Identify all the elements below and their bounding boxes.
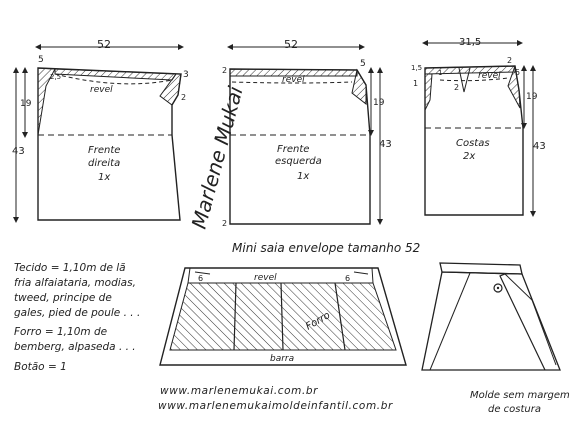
materials-fabric-line-2: fria alfaiataria, modias,	[14, 277, 136, 289]
front-right-length: 43	[12, 146, 25, 157]
website-url-1: www.marlenemukai.com.br	[160, 385, 319, 397]
back-dart-right: 2	[507, 56, 512, 65]
materials-fabric-line-4: gales, pied de poule . . .	[14, 307, 141, 319]
signature: Marlene Mukai	[187, 83, 248, 231]
finished-skirt-sketch	[421, 262, 561, 371]
back-top-left: 1,5	[411, 64, 422, 72]
back-piece: 31,5 19 43 1,5 1 1 2 2 5 revel Costas 2x	[411, 37, 546, 217]
front-left-bottom: 2	[222, 219, 227, 228]
front-left-hip: 19	[373, 98, 385, 108]
back-facing-label: revel	[478, 71, 501, 81]
front-right-facing-label: revel	[90, 85, 113, 95]
front-left-label-2: esquerda	[275, 156, 322, 167]
pattern-note-line-1: Molde sem margem	[470, 390, 570, 401]
lining-hem-label: barra	[270, 354, 294, 364]
back-dart-left: 1	[438, 69, 442, 77]
button-icon	[493, 283, 503, 293]
pattern-note-line-2: de costura	[488, 404, 542, 415]
front-left-piece: 52 19 43 2 5 2 revel Frente esquerda 1x	[222, 38, 392, 228]
front-left-length: 43	[379, 139, 392, 150]
front-left-facing-label: revel	[282, 75, 305, 85]
materials-lining-line-1: Forro = 1,10m de	[14, 326, 108, 338]
front-left-top-left: 2	[222, 66, 227, 75]
lining-dim-right: 6	[345, 274, 350, 283]
lining-dim-left: 6	[198, 274, 203, 283]
materials-fabric-line-3: tweed, principe de	[14, 292, 112, 304]
front-left-width: 52	[284, 38, 298, 51]
front-right-label-2: direita	[88, 158, 120, 169]
back-width: 31,5	[459, 37, 481, 48]
back-length: 43	[533, 141, 546, 152]
materials-fabric-line-1: Tecido = 1,10m de lã	[14, 262, 126, 274]
front-right-count: 1x	[98, 172, 110, 183]
front-right-top-right: 3	[183, 70, 189, 80]
lining-assembly: revel barra Forro 6 6	[159, 267, 407, 366]
back-top-right: 5	[515, 68, 520, 77]
website-url-2: www.marlenemukaimoldeinfantil.com.br	[158, 400, 393, 412]
back-side-left: 1	[413, 79, 418, 88]
front-left-top-right: 5	[360, 59, 366, 69]
front-right-label: Frente	[88, 145, 120, 156]
back-dart-center: 2	[454, 83, 459, 92]
pattern-title: Mini saia envelope tamanho 52	[232, 241, 420, 255]
front-right-corner: 2,5	[50, 73, 61, 81]
front-left-count: 1x	[297, 171, 309, 182]
back-label: Costas	[456, 138, 490, 149]
back-label-2: 2x	[463, 151, 475, 162]
front-right-piece: 52 43 19 5 3 2,5 2 revel Frente direita …	[12, 38, 189, 223]
materials-button-line: Botão = 1	[14, 361, 67, 373]
back-hip: 19	[526, 92, 538, 102]
front-right-hip: 19	[20, 99, 32, 109]
lining-facing-label: revel	[254, 273, 277, 283]
front-right-yoke-side: 2	[181, 93, 186, 102]
front-left-label: Frente	[277, 144, 309, 155]
materials-lining-line-2: bemberg, alpaseda . . .	[14, 341, 136, 353]
front-right-top-left: 5	[38, 55, 44, 65]
front-right-width: 52	[97, 38, 111, 51]
